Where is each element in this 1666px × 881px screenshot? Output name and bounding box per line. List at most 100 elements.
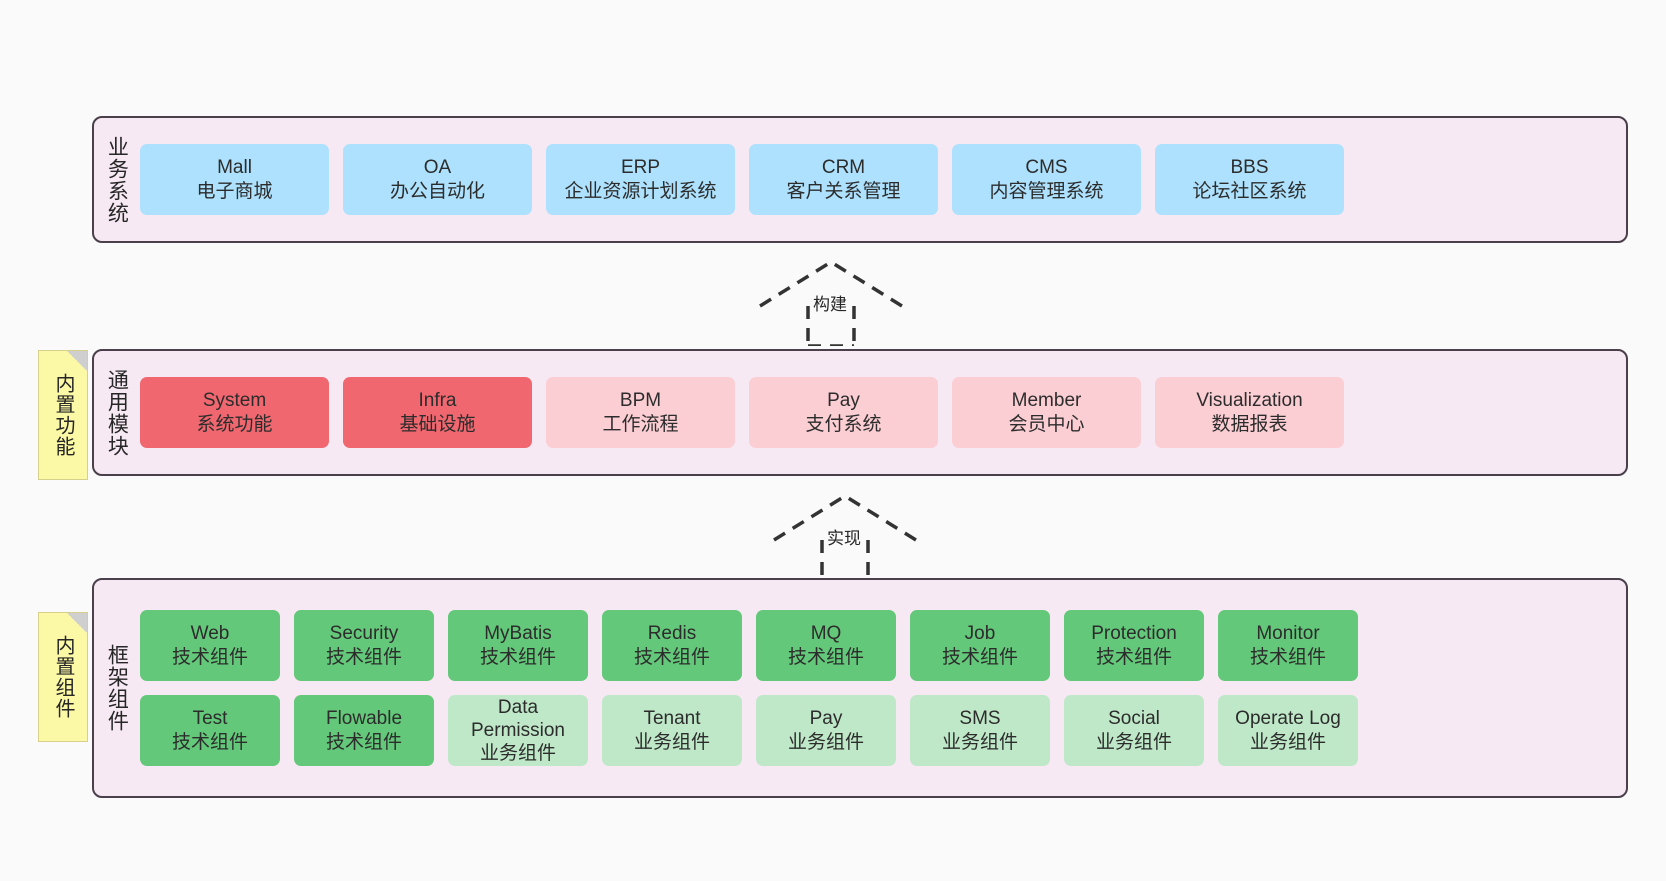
component-card-desc: 技术组件 — [325, 731, 402, 753]
component-card-name: CRM — [821, 157, 866, 179]
component-card-desc: 支付系统 — [805, 413, 882, 435]
component-card-name: Security — [329, 623, 399, 645]
component-card-desc: 技术组件 — [941, 646, 1018, 668]
note-fold-corner-icon — [67, 613, 87, 633]
component-card-name: Web — [190, 623, 230, 645]
component-card-desc: 会员中心 — [1008, 413, 1085, 435]
arrow-implement: 实现 — [770, 490, 920, 582]
component-card-desc: 技术组件 — [787, 646, 864, 668]
component-card-desc: 业务组件 — [633, 731, 710, 753]
component-card-desc: 工作流程 — [602, 413, 679, 435]
component-card-name: Test — [192, 708, 228, 730]
component-card-desc: 数据报表 — [1211, 413, 1288, 435]
component-card-name: System — [202, 390, 267, 412]
note-builtin-components-label: 内置组件 — [52, 635, 74, 719]
component-card-desc: 技术组件 — [325, 646, 402, 668]
component-card-desc: 系统功能 — [196, 413, 273, 435]
arrow-build: 构建 — [756, 256, 906, 348]
component-card-desc: 办公自动化 — [389, 180, 485, 202]
layer-business-title: 业务系统 — [105, 135, 129, 224]
component-card-desc: 内容管理系统 — [989, 180, 1104, 202]
component-card-desc: 业务组件 — [787, 731, 864, 753]
component-card-name: Pay — [827, 390, 860, 412]
component-card-name: Mall — [217, 157, 252, 179]
component-card-desc: 技术组件 — [171, 646, 248, 668]
component-card-desc: 业务组件 — [479, 743, 556, 765]
component-card-name: Flowable — [325, 708, 403, 730]
component-card-desc: 业务组件 — [1249, 731, 1326, 753]
component-card-desc: 论坛社区系统 — [1192, 180, 1307, 202]
component-card-desc: 电子商城 — [196, 180, 273, 202]
component-card-name: MQ — [810, 623, 842, 645]
component-card-name: Social — [1108, 708, 1160, 730]
note-builtin-features-label: 内置功能 — [52, 373, 74, 457]
component-card-desc: 业务组件 — [941, 731, 1018, 753]
arrow-build-label: 构建 — [813, 295, 847, 314]
component-card-desc: 基础设施 — [399, 413, 476, 435]
component-card-name: Operate Log — [1235, 708, 1341, 730]
component-card-name: Protection — [1091, 623, 1177, 645]
note-fold-corner-icon — [67, 351, 87, 371]
component-card-name: Tenant — [643, 708, 701, 730]
component-card-name: OA — [423, 157, 452, 179]
component-card-name: Infra — [418, 390, 457, 412]
component-card-desc: 客户关系管理 — [786, 180, 901, 202]
layer-framework-title: 框架组件 — [105, 644, 129, 732]
component-card-name: Monitor — [1256, 623, 1320, 645]
note-builtin-features: 内置功能 — [38, 350, 88, 480]
layer-common-title: 通用模块 — [105, 368, 129, 457]
component-card-name: MyBatis — [484, 623, 552, 645]
component-card-name: CMS — [1025, 157, 1068, 179]
component-card-name: SMS — [959, 708, 1001, 730]
arrow-implement-label: 实现 — [827, 529, 861, 548]
component-card-desc: 企业资源计划系统 — [564, 180, 717, 202]
component-card-name: ERP — [620, 157, 661, 179]
component-card-name: Visualization — [1196, 390, 1303, 412]
component-card-name: Job — [964, 623, 996, 645]
component-card-name: Data Permission — [471, 696, 565, 741]
component-card-desc: 技术组件 — [633, 646, 710, 668]
component-card-name: BPM — [619, 390, 662, 412]
component-card-desc: 业务组件 — [1095, 731, 1172, 753]
component-card-name: BBS — [1230, 157, 1269, 179]
component-card-desc: 技术组件 — [479, 646, 556, 668]
